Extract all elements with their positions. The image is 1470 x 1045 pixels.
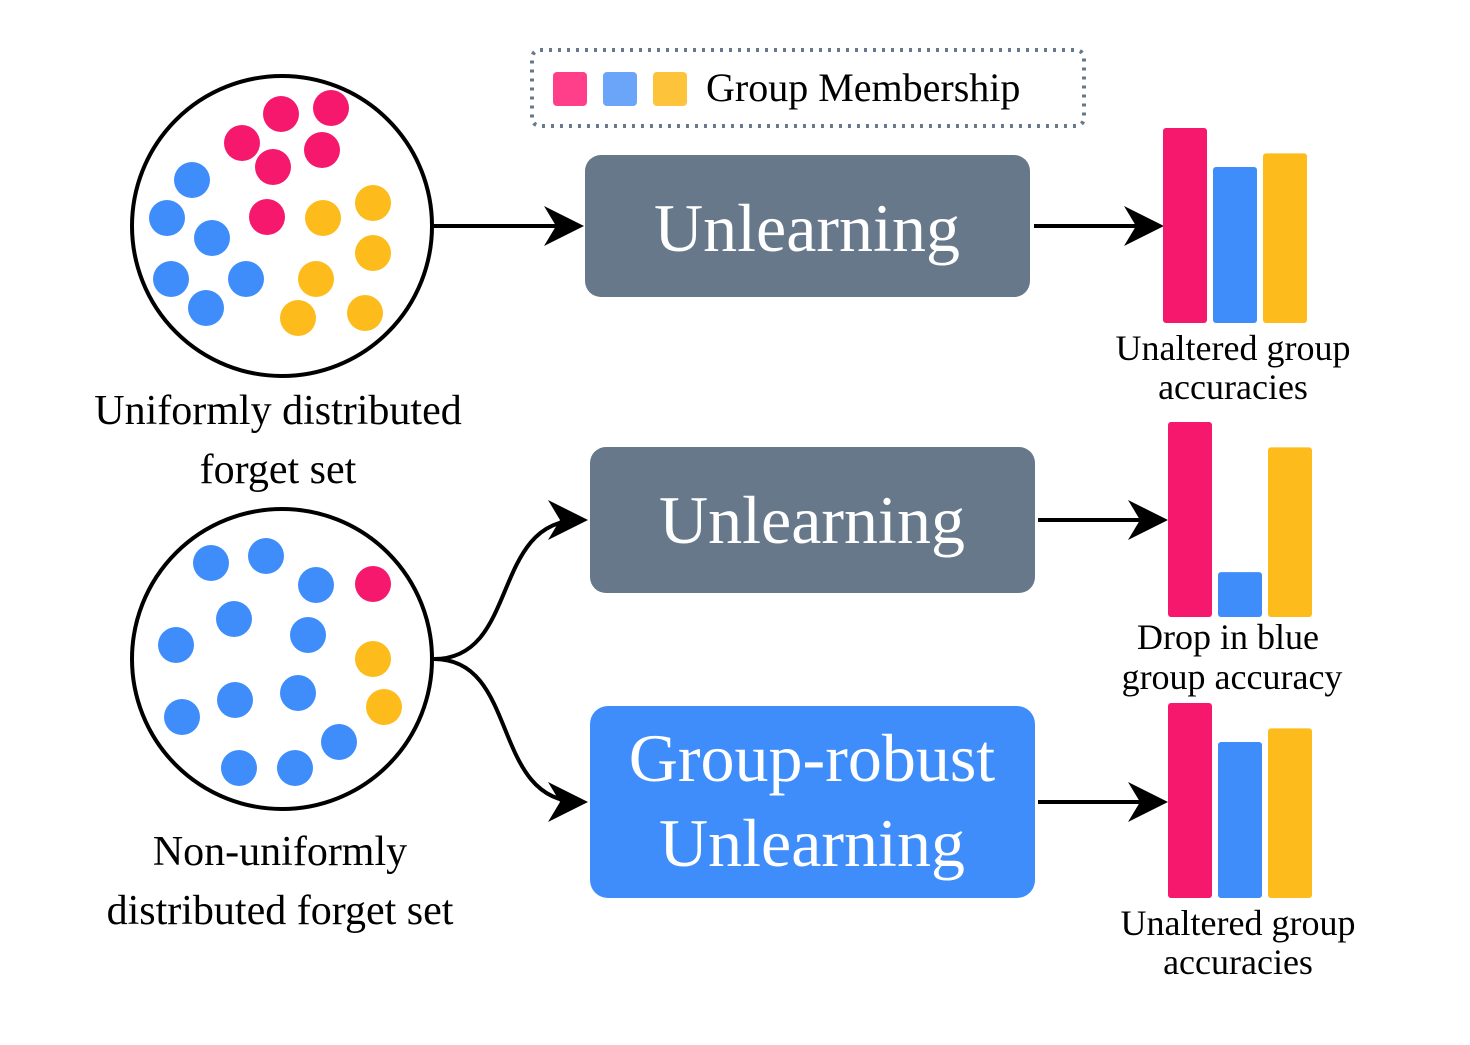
uniform-set-caption-line1: Uniformly distributed: [94, 388, 461, 434]
uniform-set-dot-yellow: [305, 200, 341, 236]
bottom-bar-pink: [1168, 703, 1212, 898]
uniform-set-dot-blue: [228, 261, 264, 297]
nonuniform-set-dot-blue: [158, 627, 194, 663]
uniform-set-dot-yellow: [355, 185, 391, 221]
nonuniform-set-caption-line1: Non-uniformly: [153, 829, 407, 875]
arrows: [433, 206, 1168, 822]
nonuniform-set-dot-blue: [193, 545, 229, 581]
bottom-bar-yellow: [1268, 728, 1312, 898]
bottom-result-caption-line1: Unaltered group: [1121, 903, 1356, 943]
uniform-set-dot-pink: [249, 199, 285, 235]
nonuniform-set-dot-blue: [321, 724, 357, 760]
nonuniform-set-dot-blue: [164, 699, 200, 735]
bars-top: [1163, 128, 1307, 323]
uniform-set-dot-blue: [188, 290, 224, 326]
uniform-set-dot-pink: [255, 149, 291, 185]
bottom-result-caption-line2: accuracies: [1163, 942, 1313, 982]
uniform-set-caption-line2: forget set: [200, 447, 357, 493]
nonuniform-set-dot-pink: [355, 566, 391, 602]
group-robust-box: Group-robust Unlearning: [590, 706, 1035, 898]
uniform-set-dot-blue: [149, 200, 185, 236]
group-robust-box-label-line1: Group-robust: [629, 720, 996, 796]
uniform-set-dot-pink: [263, 96, 299, 132]
nonuniform-set-dot-blue: [248, 538, 284, 574]
nonuniform-set-dot-blue: [217, 682, 253, 718]
nonuniform-set-dot-blue: [216, 601, 252, 637]
uniform-set-dot-pink: [304, 132, 340, 168]
unlearning-box-middle-label: Unlearning: [659, 482, 965, 558]
uniform-set-dot-pink: [224, 125, 260, 161]
nonuniform-set-dot-blue: [280, 675, 316, 711]
uniform-set-dot-yellow: [355, 235, 391, 271]
nonuniform-set-dot-blue: [298, 567, 334, 603]
unlearning-box-top-label: Unlearning: [654, 190, 960, 266]
unlearning-box-top: Unlearning: [585, 155, 1030, 297]
nonuniform-set-dot-yellow: [355, 641, 391, 677]
legend-border: [530, 48, 1086, 128]
nonuniform-set-caption-line2: distributed forget set: [107, 888, 454, 934]
bars-bottom: [1168, 703, 1312, 898]
top-bar-pink: [1163, 128, 1207, 323]
middle-bar-blue: [1218, 572, 1262, 617]
nonuniform-set-dot-blue: [221, 750, 257, 786]
uniform-set-dot-blue: [194, 220, 230, 256]
uniform-set-dot-pink: [313, 90, 349, 126]
uniform-forget-set: Uniformly distributed forget set: [94, 74, 462, 493]
middle-result-caption-line2: group accuracy: [1122, 657, 1343, 697]
nonuniform-set-dot-blue: [290, 617, 326, 653]
top-result-caption-line1: Unaltered group: [1116, 328, 1351, 368]
group-robust-box-bg: [590, 706, 1035, 898]
legend: Group Membership: [530, 48, 1086, 128]
nonuniform-set-dot-yellow: [366, 689, 402, 725]
bars-middle: [1168, 422, 1312, 617]
uniform-set-dot-blue: [153, 261, 189, 297]
arrow-bottom-to-robust: [433, 657, 588, 822]
unlearning-box-middle: Unlearning: [590, 447, 1035, 593]
legend-swatch-pink: [553, 72, 587, 106]
top-result-caption-line2: accuracies: [1158, 367, 1308, 407]
nonuniform-forget-set: Non-uniformly distributed forget set: [107, 507, 454, 934]
uniform-set-dot-yellow: [347, 295, 383, 331]
bottom-bar-blue: [1218, 742, 1262, 898]
nonuniform-set-dots: [158, 538, 402, 786]
uniform-set-dot-blue: [174, 162, 210, 198]
unlearning-box-top-bg: [585, 155, 1030, 297]
top-bar-blue: [1213, 167, 1257, 323]
group-robust-box-label-line2: Unlearning: [659, 805, 965, 881]
middle-bar-yellow: [1268, 447, 1312, 617]
legend-label: Group Membership: [706, 65, 1020, 110]
uniform-set-dots: [149, 90, 391, 336]
legend-swatch-blue: [603, 72, 637, 106]
arrow-bottom-to-unlearning: [433, 500, 588, 661]
top-bar-yellow: [1263, 153, 1307, 323]
nonuniform-set-dot-blue: [277, 750, 313, 786]
unlearning-box-middle-bg: [590, 447, 1035, 593]
uniform-set-dot-yellow: [298, 261, 334, 297]
middle-result-caption-line1: Drop in blue: [1137, 617, 1319, 657]
middle-bar-pink: [1168, 422, 1212, 617]
legend-swatch-yellow: [653, 72, 687, 106]
uniform-set-dot-yellow: [280, 300, 316, 336]
